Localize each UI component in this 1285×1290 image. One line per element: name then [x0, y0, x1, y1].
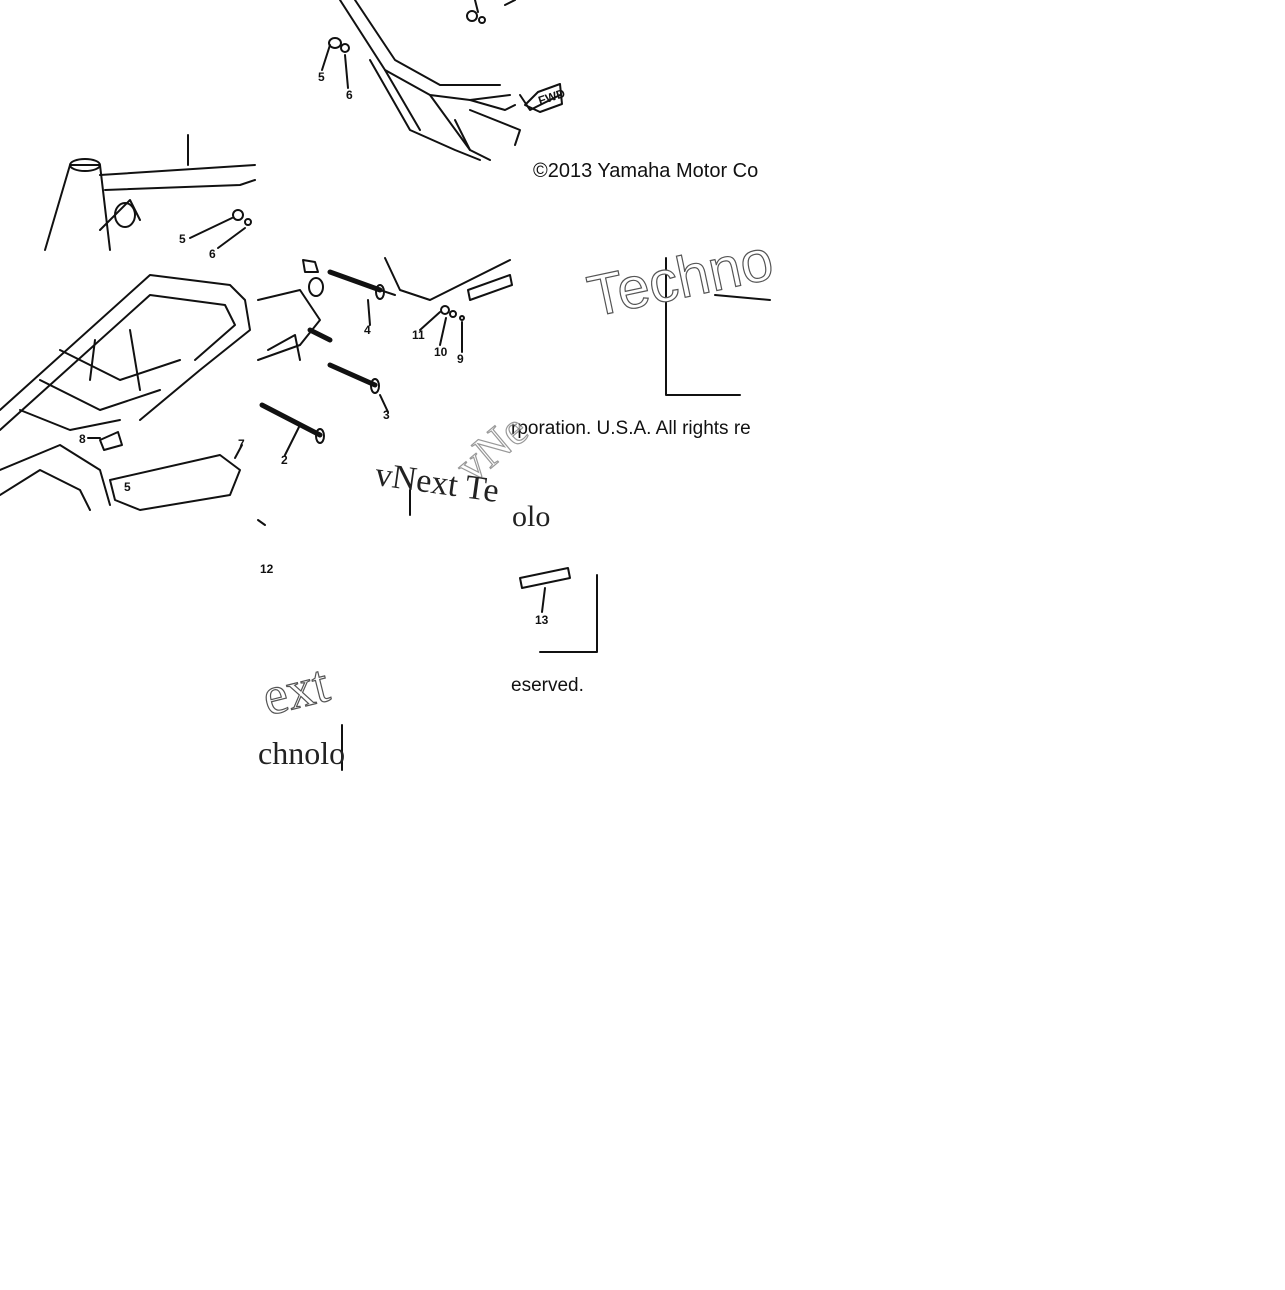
callout-7: 7 — [238, 437, 245, 451]
callout-3: 3 — [383, 408, 390, 422]
fwd-arrow — [524, 83, 563, 113]
callout-5-left: 5 — [179, 232, 186, 246]
watermark-olo: olo — [512, 500, 551, 533]
callout-12: 12 — [260, 562, 274, 576]
callout-10: 10 — [434, 345, 448, 359]
bolts-drawing — [257, 257, 513, 456]
callout-13: 13 — [535, 613, 549, 627]
callout-4: 4 — [364, 323, 371, 337]
callout-8: 8 — [79, 432, 86, 446]
callout-6-left: 6 — [209, 247, 216, 261]
callout-2: 2 — [281, 453, 288, 467]
steering-head-drawing — [44, 134, 256, 251]
copyright-line-2: rporation. U.S.A. All rights re — [511, 418, 751, 439]
callout-11: 11 — [412, 328, 425, 342]
copyright-line-1: ©2013 Yamaha Motor Co — [533, 160, 759, 182]
callout-5-bottom: 5 — [124, 480, 131, 494]
callout-5-top: 5 — [318, 70, 325, 84]
frame-down-tube-drawing — [328, 0, 561, 161]
callout-9: 9 — [457, 352, 464, 366]
watermark-chnolo: chnolo — [258, 735, 346, 771]
emblem-drawing — [519, 567, 571, 613]
callout-6-top: 6 — [346, 88, 353, 102]
copyright-line-3: eserved. — [511, 675, 584, 696]
seat-frame-drawing — [0, 274, 251, 511]
